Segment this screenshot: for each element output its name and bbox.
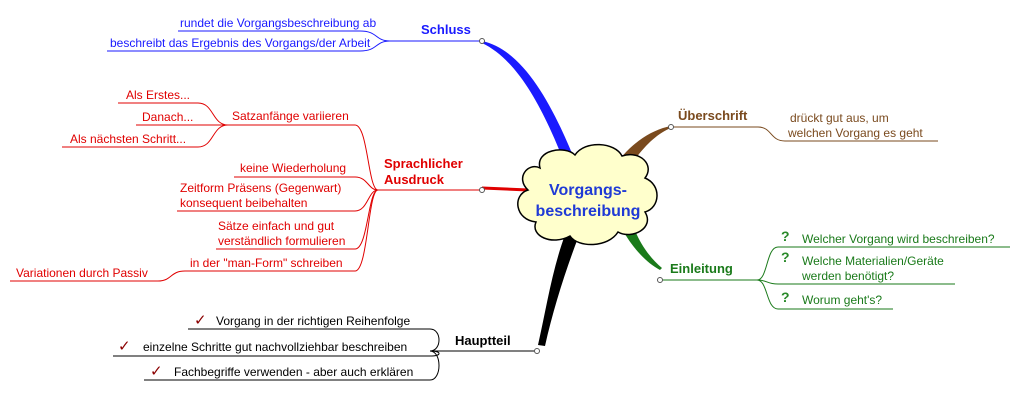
einleitung-label[interactable]: Einleitung [670, 261, 733, 276]
ueberschrift-item-line1: drückt gut aus, um [790, 111, 889, 125]
hauptteil-item-2: einzelne Schritte gut nachvollziehbar be… [143, 340, 407, 354]
sprachlich-connector [481, 186, 529, 192]
sprachlich-label-line1[interactable]: Sprachlicher [384, 156, 463, 171]
sprachlich-label-line2[interactable]: Ausdruck [384, 172, 445, 187]
schluss-item-1: rundet die Vorgangsbeschreibung ab [180, 16, 376, 30]
hauptteil-label[interactable]: Hauptteil [455, 333, 511, 348]
saetze-line2: verständlich formulieren [218, 234, 345, 248]
question-icon-2: ? [781, 249, 790, 265]
einleitung-q2-line1: Welche Materialien/Geräte [802, 254, 944, 268]
man-form-label: in der "man-Form" schreiben [190, 256, 343, 270]
check-icon-1: ✓ [194, 312, 207, 329]
satzanfaenge-item-1: Als Erstes... [126, 88, 190, 102]
einleitung-q3: Worum geht's? [802, 293, 882, 307]
einleitung-q2-line2: werden benötigt? [801, 269, 894, 283]
man-form-child: Variationen durch Passiv [16, 266, 148, 280]
satzanfaenge-label: Satzanfänge variieren [232, 109, 349, 123]
zeitform-line1: Zeitform Präsens (Gegenwart) [180, 181, 341, 195]
branch-schluss[interactable]: Schluss rundet die Vorgangsbeschreibung … [107, 16, 485, 52]
ueberschrift-label[interactable]: Überschrift [678, 108, 748, 123]
branch-ueberschrift[interactable]: Überschrift drückt gut aus, um welchen V… [668, 108, 939, 142]
branch-sprachlich[interactable]: Sprachlicher Ausdruck Satzanfänge variie… [10, 88, 485, 282]
central-topic-line1: Vorgangs- [549, 182, 627, 199]
ueberschrift-item-line2: welchen Vorgang es geht [787, 126, 923, 140]
zeitform-line2: konsequent beibehalten [180, 196, 307, 210]
question-icon-3: ? [781, 289, 790, 305]
branch-einleitung[interactable]: Einleitung ? Welcher Vorgang wird beschr… [657, 228, 1011, 310]
hauptteil-node-dot [534, 348, 540, 354]
check-icon-2: ✓ [118, 338, 131, 355]
check-icon-3: ✓ [150, 363, 163, 380]
hauptteil-item-3: Fachbegriffe verwenden - aber auch erklä… [174, 365, 413, 379]
ueberschrift-node-dot [668, 124, 674, 130]
schluss-label[interactable]: Schluss [421, 22, 471, 37]
hauptteil-wedge [538, 235, 578, 346]
central-cloud [517, 143, 658, 246]
schluss-node-dot [479, 38, 485, 44]
central-topic-line2: beschreibung [536, 203, 641, 220]
einleitung-q1: Welcher Vorgang wird beschreiben? [802, 232, 995, 246]
saetze-line1: Sätze einfach und gut [218, 219, 335, 233]
sprachlich-node-dot [479, 187, 485, 193]
branch-hauptteil[interactable]: Hauptteil ✓ Vorgang in der richtigen Rei… [113, 312, 540, 381]
question-icon-1: ? [781, 228, 790, 244]
keine-wiederholung: keine Wiederholung [240, 161, 346, 175]
schluss-item-2: beschreibt das Ergebnis des Vorgangs/der… [110, 36, 371, 50]
einleitung-node-dot [657, 277, 663, 283]
satzanfaenge-item-3: Als nächsten Schritt... [70, 132, 186, 146]
hauptteil-item-1: Vorgang in der richtigen Reihenfolge [216, 314, 410, 328]
satzanfaenge-item-2: Danach... [142, 110, 193, 124]
